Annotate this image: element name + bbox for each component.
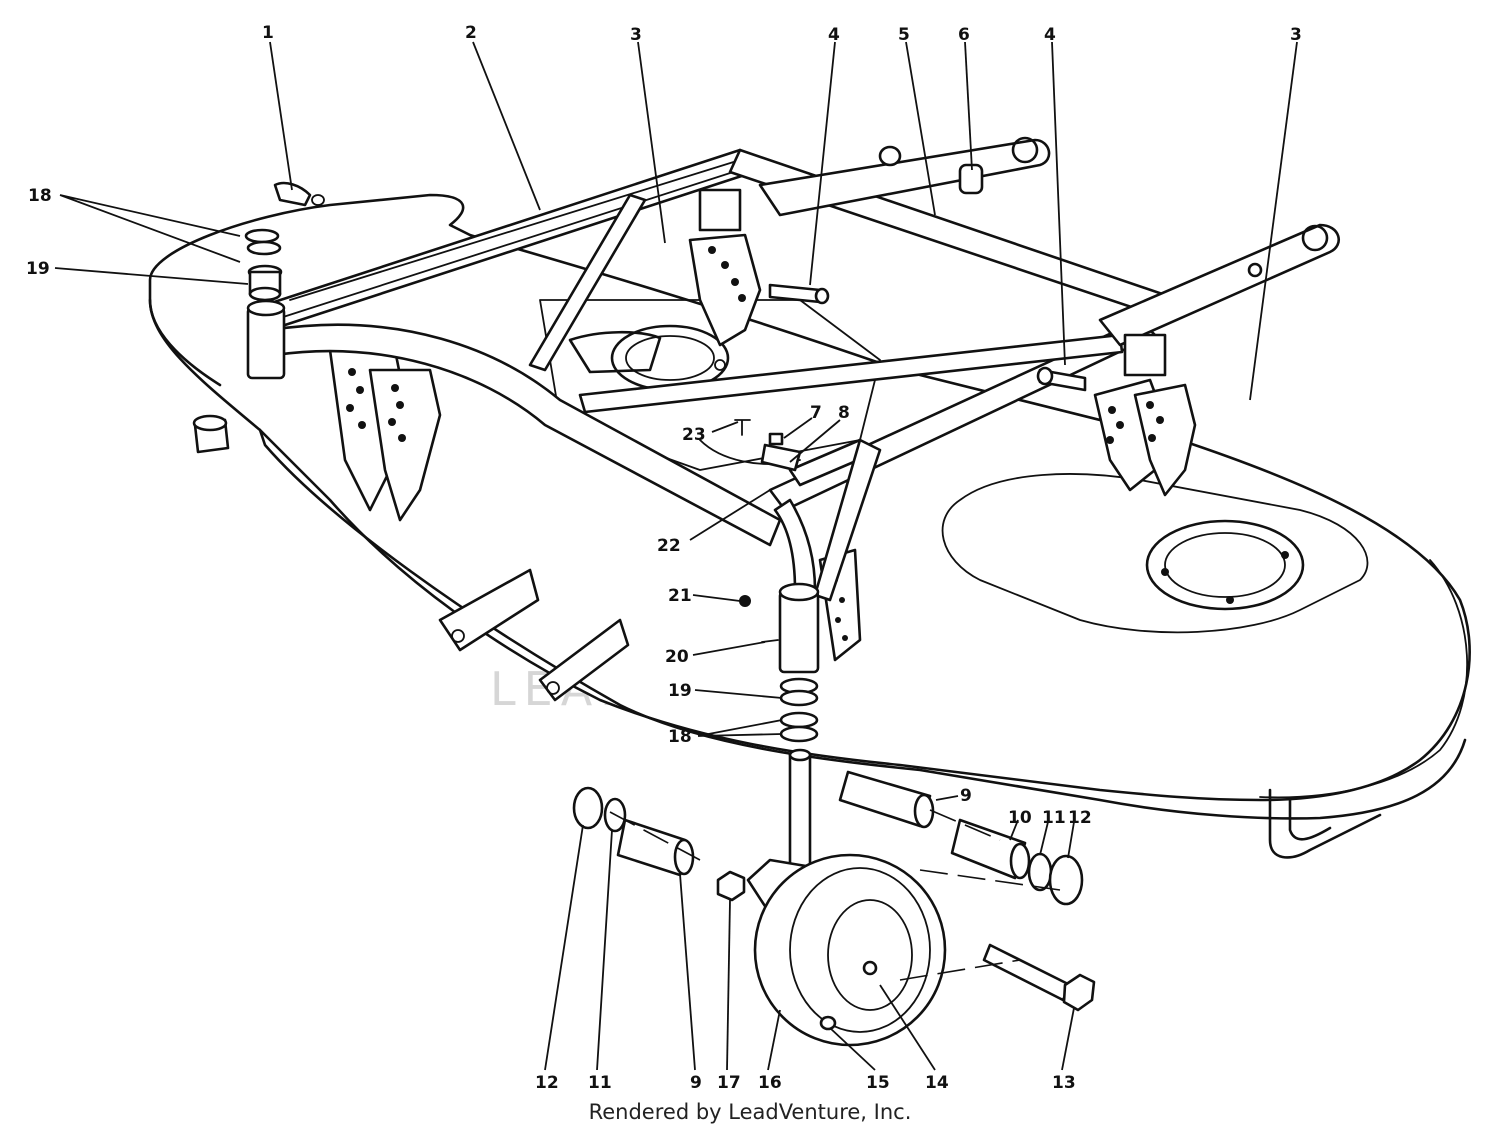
center-hardware bbox=[714, 359, 802, 643]
callout-9-bearing: 9 bbox=[690, 1073, 702, 1093]
callout-13: 13 bbox=[1052, 1073, 1076, 1093]
callout-8: 8 bbox=[838, 403, 850, 423]
callout-12-left: 12 bbox=[535, 1073, 559, 1093]
callout-19-caster: 19 bbox=[668, 681, 692, 701]
callout-20: 20 bbox=[665, 647, 689, 667]
leader-lines bbox=[54, 41, 1298, 1071]
callout-12-right: 12 bbox=[1068, 808, 1092, 828]
callout-9-spacer: 9 bbox=[960, 786, 972, 806]
callout-2: 2 bbox=[465, 23, 477, 43]
callout-7: 7 bbox=[810, 403, 822, 423]
callout-4-right: 4 bbox=[1044, 25, 1056, 45]
rear-pivot-hardware bbox=[244, 181, 325, 302]
hitch-frame bbox=[192, 136, 1340, 602]
callout-11-left: 11 bbox=[588, 1073, 612, 1093]
callout-19-rear: 19 bbox=[26, 259, 50, 279]
callout-17: 17 bbox=[717, 1073, 741, 1093]
callout-15: 15 bbox=[866, 1073, 890, 1093]
footer-credit: Rendered by LeadVenture, Inc. bbox=[588, 1100, 912, 1124]
callout-3-left: 3 bbox=[630, 25, 642, 45]
callout-3-right: 3 bbox=[1290, 25, 1302, 45]
callout-11-right: 11 bbox=[1042, 808, 1066, 828]
callout-10: 10 bbox=[1008, 808, 1032, 828]
callout-18-caster: 18 bbox=[668, 727, 692, 747]
callout-5: 5 bbox=[898, 25, 910, 45]
callout-22: 22 bbox=[657, 536, 681, 556]
callout-21: 21 bbox=[668, 586, 692, 606]
callout-6: 6 bbox=[958, 25, 970, 45]
callout-14: 14 bbox=[925, 1073, 949, 1093]
callout-18-rear: 18 bbox=[28, 186, 52, 206]
caster-assembly bbox=[572, 582, 1096, 1047]
callout-4-left: 4 bbox=[828, 25, 840, 45]
callout-labels: 1 2 3 4 5 6 4 3 18 19 23 7 8 22 21 20 19… bbox=[26, 23, 1302, 1093]
callout-1: 1 bbox=[262, 23, 274, 43]
callout-23: 23 bbox=[682, 425, 706, 445]
callout-16: 16 bbox=[758, 1073, 782, 1093]
